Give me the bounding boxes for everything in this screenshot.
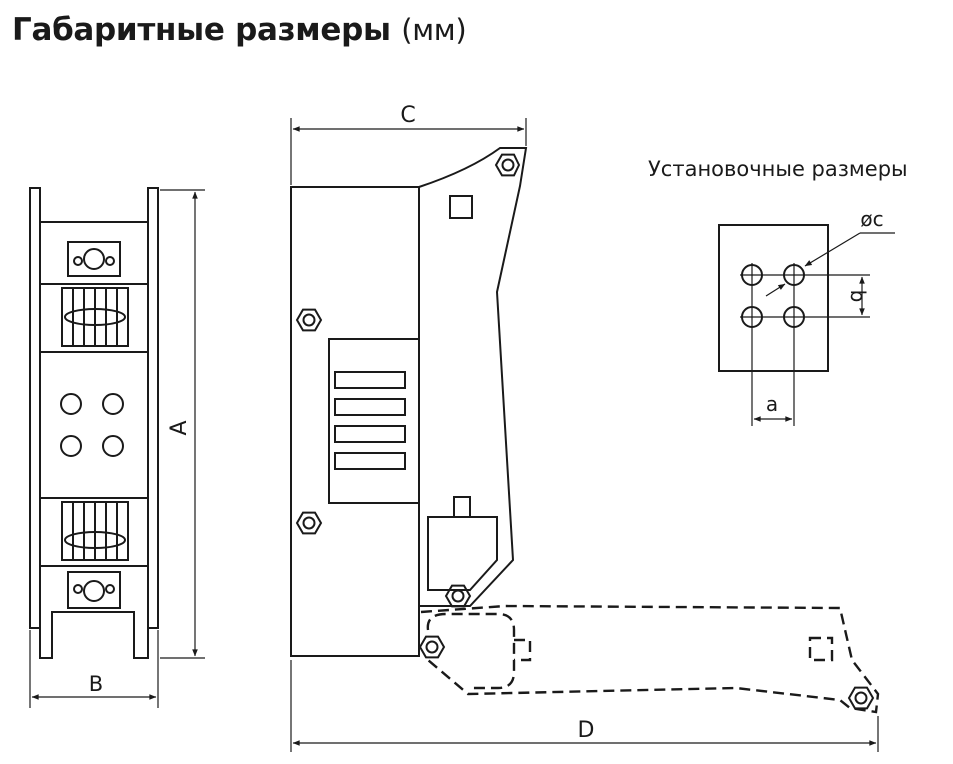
bolt-icon: [444, 584, 472, 608]
switch-handle: [418, 147, 528, 607]
front-view-outline: [29, 187, 159, 659]
mounting-label-c: øc: [860, 207, 883, 231]
dimension-c: [290, 118, 527, 185]
label-panel: [328, 338, 420, 504]
bolt-icon: [295, 511, 323, 535]
dimension-d: [290, 660, 879, 752]
mounting-centerlines: [740, 232, 895, 426]
front-hole: [102, 435, 124, 457]
side-body: [290, 186, 420, 657]
dimension-label-c: C: [400, 103, 415, 128]
front-hole: [102, 393, 124, 415]
front-hole: [60, 435, 82, 457]
front-hole: [60, 393, 82, 415]
center-plate: [39, 351, 149, 499]
dimension-label-b: B: [89, 672, 103, 696]
handle-open-position: [420, 604, 880, 714]
mounting-label-a: a: [766, 392, 778, 416]
dimension-a: [160, 189, 205, 659]
dimension-b: [29, 630, 159, 708]
title-main: Габаритные размеры: [12, 12, 391, 48]
front-view: [29, 187, 159, 659]
dimension-label-a: A: [167, 420, 192, 435]
bolt-icon: [494, 153, 521, 177]
dashed-bolt: [847, 686, 875, 710]
bolt-icon: [418, 635, 446, 659]
page-title: Габаритные размеры (мм): [12, 12, 467, 48]
dimension-label-d: D: [578, 718, 595, 743]
mounting-label-b: b: [846, 290, 870, 303]
mounting-plate: [718, 224, 829, 372]
side-view: [290, 147, 528, 659]
title-unit: (мм): [401, 13, 467, 47]
mounting-caption: Установочные размеры: [648, 157, 908, 181]
bolt-icon: [295, 308, 323, 332]
lower-terminal: [39, 497, 149, 567]
